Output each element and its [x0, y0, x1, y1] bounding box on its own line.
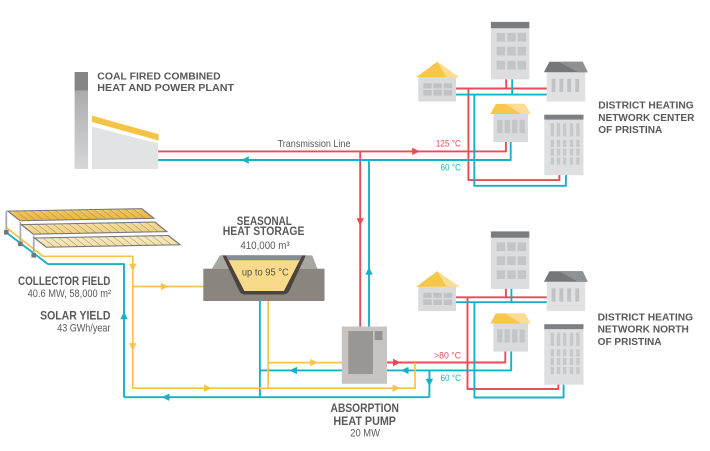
- svg-text:SEASONAL: SEASONAL: [237, 215, 292, 228]
- svg-text:40.6 MW, 58,000 m²: 40.6 MW, 58,000 m²: [28, 288, 112, 300]
- svg-text:COLLECTOR FIELD: COLLECTOR FIELD: [18, 275, 110, 288]
- svg-text:>80 °C: >80 °C: [434, 351, 461, 361]
- svg-text:ABSORPTION: ABSORPTION: [331, 402, 399, 415]
- svg-text:NETWORK NORTH: NETWORK NORTH: [598, 324, 689, 335]
- svg-text:60 °C: 60 °C: [441, 162, 462, 172]
- svg-text:43 GWh/year: 43 GWh/year: [57, 323, 110, 335]
- svg-text:SOLAR YIELD: SOLAR YIELD: [40, 309, 110, 322]
- svg-text:COAL FIRED COMBINED: COAL FIRED COMBINED: [97, 72, 220, 83]
- svg-text:HEAT STORAGE: HEAT STORAGE: [223, 225, 305, 238]
- svg-text:DISTRICT HEATING: DISTRICT HEATING: [598, 101, 694, 112]
- svg-text:HEAT AND POWER PLANT: HEAT AND POWER PLANT: [97, 83, 235, 94]
- svg-text:HEAT PUMP: HEAT PUMP: [333, 415, 396, 428]
- svg-text:410,000 m³: 410,000 m³: [240, 240, 289, 252]
- svg-text:60 °C: 60 °C: [441, 373, 462, 383]
- svg-text:NETWORK CENTER: NETWORK CENTER: [598, 113, 695, 124]
- svg-text:Transmission Line: Transmission Line: [278, 138, 351, 150]
- svg-text:OF PRISTINA: OF PRISTINA: [598, 337, 663, 348]
- svg-text:DISTRICT HEATING: DISTRICT HEATING: [598, 312, 694, 323]
- svg-text:up to 95 °C: up to 95 °C: [242, 268, 289, 279]
- svg-text:20 MW: 20 MW: [350, 427, 380, 439]
- svg-text:125 °C: 125 °C: [436, 139, 462, 149]
- svg-text:OF PRISTINA: OF PRISTINA: [598, 125, 663, 136]
